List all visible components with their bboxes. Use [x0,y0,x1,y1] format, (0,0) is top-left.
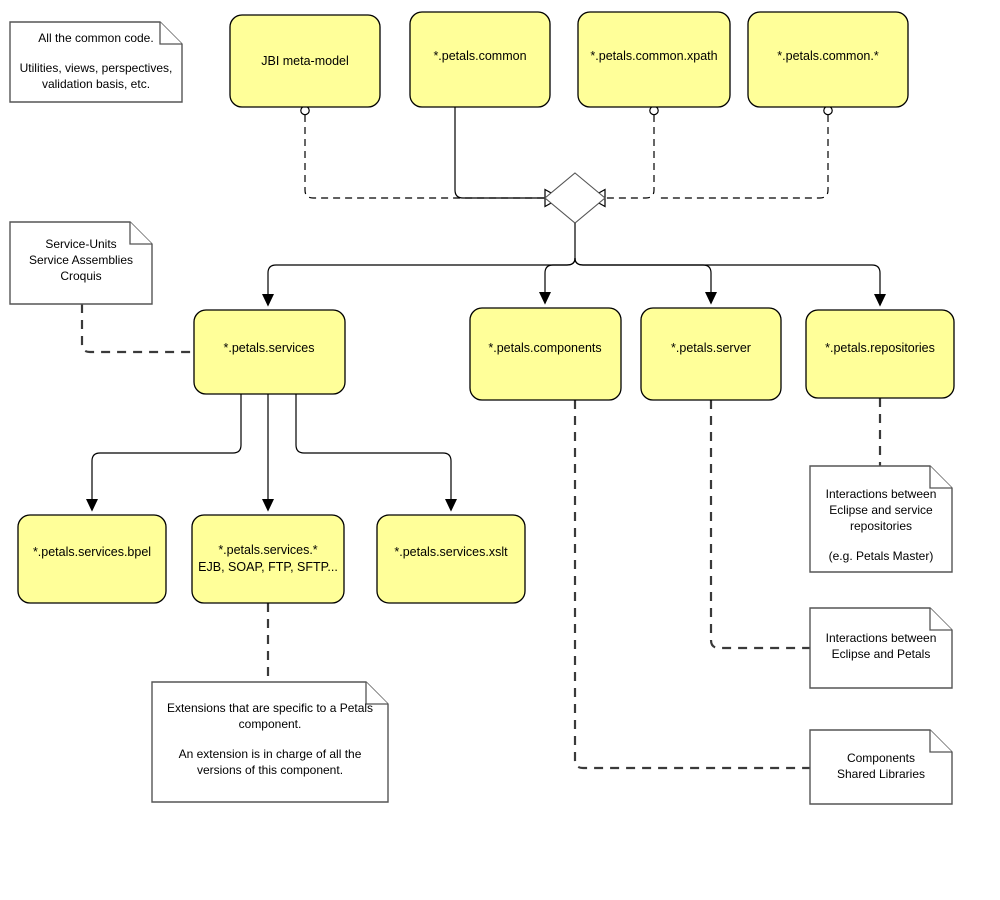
note-line: Eclipse and Petals [832,647,931,661]
note-extensions[interactable]: Extensions that are specific to a Petals… [151,681,389,803]
note-service-units[interactable]: Service-Units Service Assemblies Croquis [9,221,153,305]
edge-junction-to-server [574,257,711,298]
package-jbi-meta-model[interactable]: JBI meta-model [229,14,381,108]
package-petals-common-xpath[interactable]: *.petals.common.xpath [577,11,731,108]
note-line: Interactions between [826,631,937,645]
package-box[interactable] [376,514,526,604]
package-layer: JBI meta-model *.petals.common *.petals.… [17,11,955,604]
link-components-libs [573,400,810,770]
package-box[interactable] [747,11,909,108]
package-label: *.petals.common.xpath [590,49,717,63]
link-service-units [80,304,194,354]
package-label: *.petals.common [433,49,526,63]
note-line: Eclipse and service [829,503,933,517]
note-line: Shared Libraries [837,767,925,781]
note-line: Extensions that are specific to a Petals [167,701,373,715]
note-fold-corner-icon [159,22,182,45]
note-line: validation basis, etc. [42,77,150,91]
package-petals-repositories[interactable]: *.petals.repositories [805,309,955,399]
edge-commonstar-to-junction [660,105,833,199]
package-label: *.petals.common.* [777,49,879,63]
package-petals-services-bpel[interactable]: *.petals.services.bpel [17,514,167,604]
package-box[interactable] [640,307,782,401]
package-label: *.petals.repositories [825,341,935,355]
package-box[interactable] [229,14,381,108]
note-fold-corner-icon [929,730,952,753]
edge-line [605,115,655,199]
note-box[interactable] [809,729,953,805]
note-line: An extension is in charge of all the [179,747,362,761]
edge-junction-to-services [268,257,576,300]
package-petals-services-xslt[interactable]: *.petals.services.xslt [376,514,526,604]
note-fold-corner-icon [929,608,952,631]
note-components-libs[interactable]: Components Shared Libraries [809,729,953,805]
merge-diamond-icon [544,172,606,224]
note-line: component. [239,717,302,731]
note-box[interactable] [9,21,183,103]
package-label: *.petals.services [223,341,314,355]
note-layer: All the common code. Utilities, views, p… [9,21,953,805]
note-line: Service Assemblies [29,253,133,267]
note-line: Croquis [60,269,101,283]
note-repositories[interactable]: Interactions between Eclipse and service… [809,465,953,573]
package-petals-services-star[interactable]: *.petals.services.* EJB, SOAP, FTP, SFTP… [191,514,345,604]
edge-layer [92,105,880,505]
note-line: Utilities, views, perspectives, [20,61,173,75]
package-petals-common[interactable]: *.petals.common [409,11,551,108]
package-box[interactable] [17,514,167,604]
edge-xpath-to-junction [605,105,659,199]
package-box[interactable] [193,309,346,395]
package-petals-components[interactable]: *.petals.components [469,307,622,401]
note-fold-corner-icon [365,682,388,705]
note-box[interactable] [9,221,153,305]
note-fold-corner-icon [929,466,952,489]
package-label: *.petals.components [488,341,601,355]
edge-common-to-junction [454,107,545,199]
note-box[interactable] [809,465,953,573]
package-petals-server[interactable]: *.petals.server [640,307,782,401]
package-box[interactable] [469,307,622,401]
note-common-code[interactable]: All the common code. Utilities, views, p… [9,21,183,103]
package-petals-services[interactable]: *.petals.services [193,309,346,395]
link-eclipse-petals [709,400,810,650]
note-eclipse-petals[interactable]: Interactions between Eclipse and Petals [809,607,953,689]
note-line: Service-Units [45,237,116,251]
package-label: *.petals.services.bpel [33,545,151,559]
note-line: (e.g. Petals Master) [829,549,934,563]
note-box[interactable] [809,607,953,689]
edge-junction-to-components [545,257,576,298]
package-petals-common-star[interactable]: *.petals.common.* [747,11,909,108]
edge-services-to-xslt [295,394,451,505]
note-line: versions of this component. [197,763,343,777]
note-line: Components [847,751,915,765]
package-box[interactable] [577,11,731,108]
note-line: All the common code. [38,31,153,45]
package-label: JBI meta-model [261,54,349,68]
edge-line [660,115,829,199]
package-box[interactable] [409,11,551,108]
edge-jbi-to-junction [300,105,545,199]
note-link-layer [80,304,882,770]
edge-junction-to-repositories [574,257,880,300]
package-sublabel: EJB, SOAP, FTP, SFTP... [198,560,338,574]
package-label: *.petals.services.xslt [394,545,508,559]
package-label: *.petals.server [671,341,751,355]
edge-services-to-bpel [92,394,242,505]
note-line: repositories [850,519,912,533]
package-label: *.petals.services.* [218,543,317,557]
edge-line [304,115,545,199]
package-box[interactable] [191,514,345,604]
note-line: Interactions between [826,487,937,501]
package-box[interactable] [805,309,955,399]
note-fold-corner-icon [129,222,152,245]
note-box[interactable] [151,681,389,803]
